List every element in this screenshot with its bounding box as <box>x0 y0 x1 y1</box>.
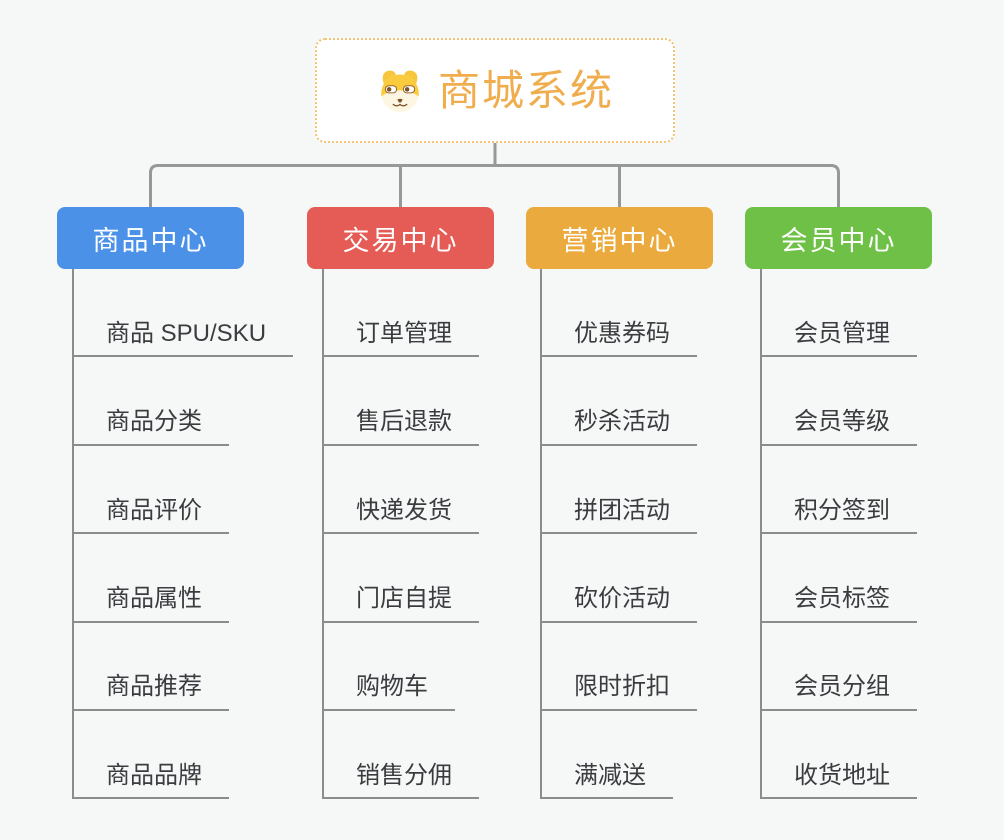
branch-spine <box>540 269 542 798</box>
root-title: 商城系统 <box>437 66 614 114</box>
leaf-topic[interactable]: 拼团活动 <box>540 446 697 535</box>
branch-children-marketing: 优惠券码 秒杀活动 拼团活动 砍价活动 限时折扣 满减送 <box>540 269 697 800</box>
leaf-topic[interactable]: 销售分佣 <box>322 711 479 800</box>
leaf-topic[interactable]: 会员管理 <box>760 269 917 358</box>
leaf-topic[interactable]: 商品分类 <box>72 357 229 446</box>
branch-children-member: 会员管理 会员等级 积分签到 会员标签 会员分组 收货地址 <box>760 269 917 800</box>
leaf-topic[interactable]: 优惠券码 <box>540 269 697 358</box>
leaf-topic[interactable]: 收货地址 <box>760 711 917 800</box>
leaf-topic[interactable]: 门店自提 <box>322 534 479 623</box>
branch-topic-member-center[interactable]: 会员中心 <box>745 207 932 269</box>
leaf-topic[interactable]: 购物车 <box>322 623 455 711</box>
branch-spine <box>760 269 762 798</box>
branch-spine <box>72 269 74 798</box>
leaf-topic[interactable]: 快递发货 <box>322 446 479 535</box>
connector-group <box>149 141 840 208</box>
root-topic[interactable]: 商城系统 <box>315 38 675 143</box>
leaf-topic[interactable]: 商品品牌 <box>72 711 229 800</box>
branch-topic-trade-center[interactable]: 交易中心 <box>307 207 494 269</box>
leaf-topic[interactable]: 满减送 <box>540 711 673 800</box>
branch-topic-marketing-center[interactable]: 营销中心 <box>526 207 713 269</box>
leaf-topic[interactable]: 积分签到 <box>760 446 917 535</box>
leaf-topic[interactable]: 商品评价 <box>72 446 229 535</box>
bus-line <box>149 164 840 208</box>
leaf-topic[interactable]: 商品 SPU/SKU <box>72 269 294 358</box>
leaf-topic[interactable]: 商品属性 <box>72 534 229 623</box>
leaf-topic[interactable]: 限时折扣 <box>540 623 697 711</box>
leaf-topic[interactable]: 订单管理 <box>322 269 479 358</box>
leaf-topic[interactable]: 售后退款 <box>322 357 479 446</box>
leaf-topic[interactable]: 会员等级 <box>760 357 917 446</box>
branch-spine <box>322 269 324 798</box>
branch-topic-product-center[interactable]: 商品中心 <box>57 207 244 269</box>
leaf-topic[interactable]: 会员标签 <box>760 534 917 623</box>
leaf-topic[interactable]: 会员分组 <box>760 623 917 711</box>
leaf-topic[interactable]: 秒杀活动 <box>540 357 697 446</box>
leaf-topic[interactable]: 商品推荐 <box>72 623 229 711</box>
branch-children-product: 商品 SPU/SKU 商品分类 商品评价 商品属性 商品推荐 商品品牌 <box>72 269 294 800</box>
dog-face-icon <box>376 67 424 115</box>
leaf-topic[interactable]: 砍价活动 <box>540 534 697 623</box>
branch-children-trade: 订单管理 售后退款 快递发货 门店自提 购物车 销售分佣 <box>322 269 479 800</box>
